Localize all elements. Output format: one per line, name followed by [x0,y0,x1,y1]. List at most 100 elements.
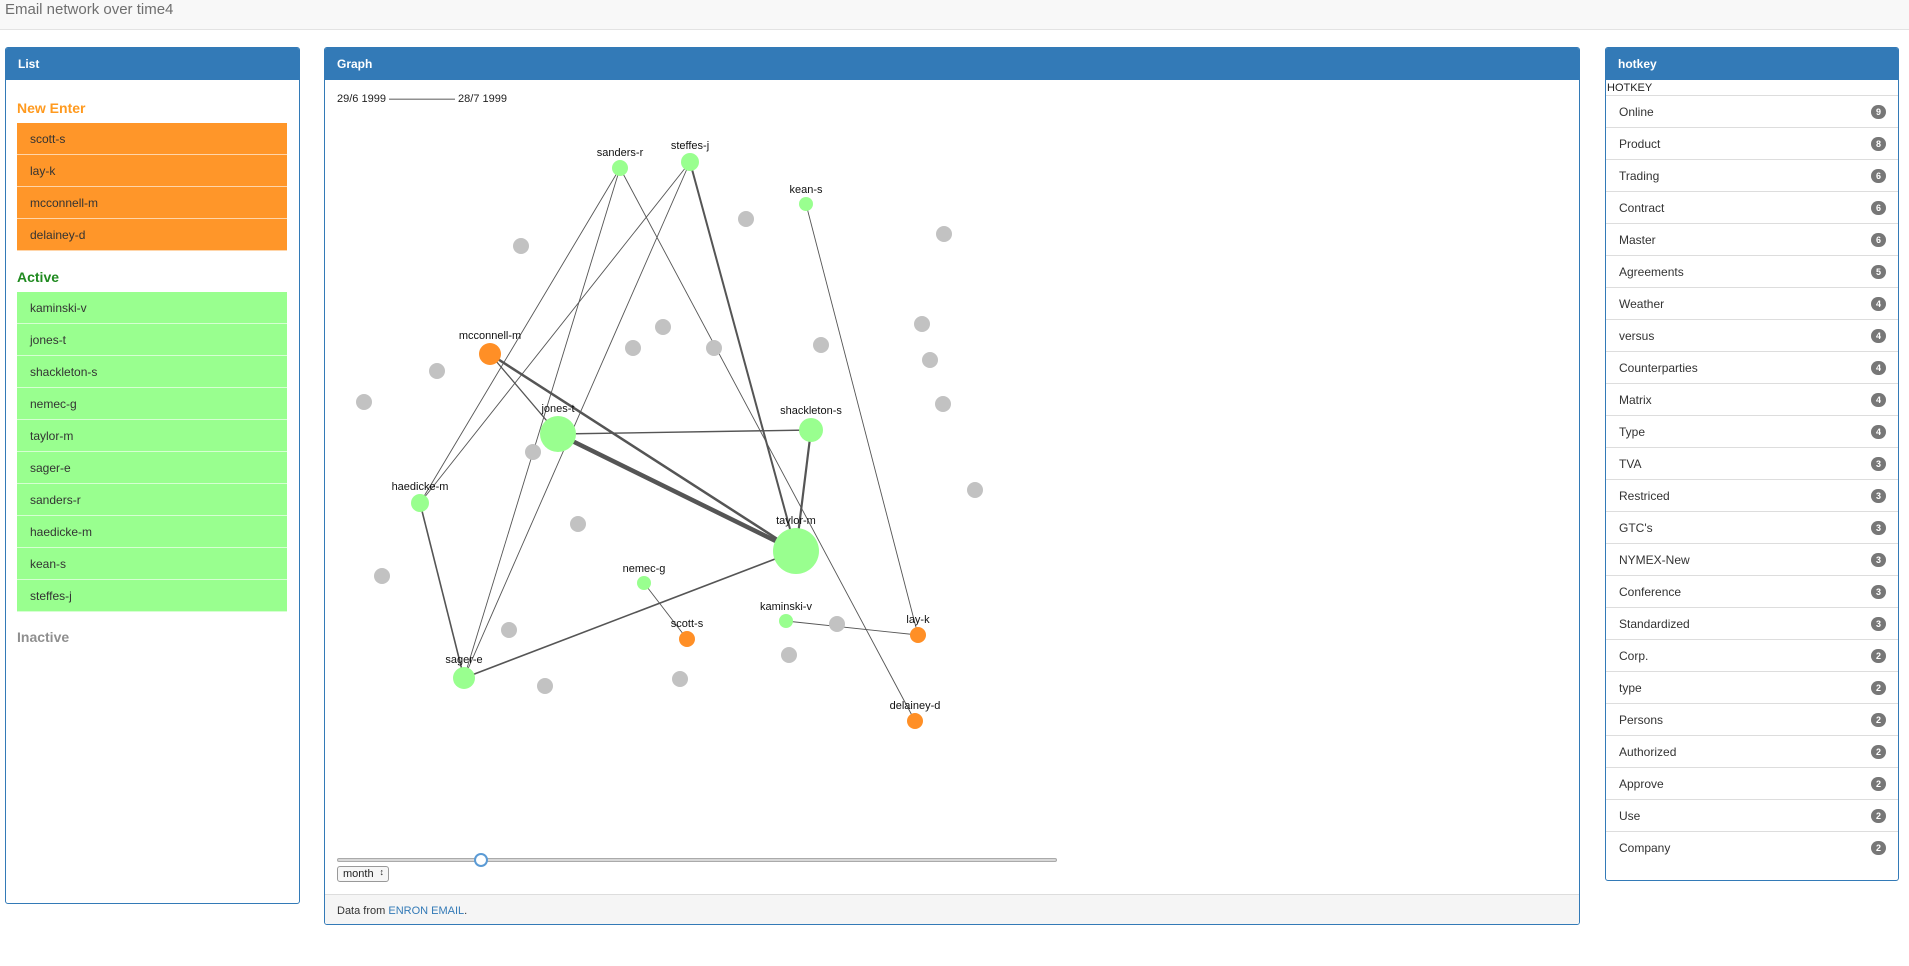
node-taylor-m[interactable] [773,528,819,574]
edge-haedicke-m-sager-e [419,502,465,679]
period-select[interactable]: month ↕ [337,866,389,882]
inactive-node[interactable] [914,316,930,332]
list-panel: List New Enter scott-s lay-k mcconnell-m… [5,47,300,904]
inactive-node[interactable] [935,396,951,412]
node-label-steffes-j: steffes-j [671,140,709,152]
edge-jones-t-taylor-m [557,431,797,554]
inactive-node[interactable] [570,516,586,532]
inactive-node[interactable] [672,671,688,687]
edge-sanders-r-delainey-d [619,167,916,722]
inactive-node[interactable] [781,647,797,663]
node-sanders-r[interactable] [612,160,628,176]
inactive-node[interactable] [655,319,671,335]
list-item[interactable]: mcconnell-m [17,187,287,219]
inactive-node[interactable] [537,678,553,694]
list-item[interactable]: taylor-m [17,420,287,452]
node-sager-e[interactable] [453,667,475,689]
edge-steffes-j-taylor-m [689,161,797,552]
list-item[interactable]: delainey-d [17,219,287,251]
list-item[interactable]: scott-s [17,123,287,155]
node-scott-s[interactable] [679,631,695,647]
node-label-shackleton-s: shackleton-s [780,405,842,417]
inactive-node[interactable] [356,394,372,410]
inactive-node[interactable] [738,211,754,227]
node-lay-k[interactable] [910,627,926,643]
inactive-node[interactable] [374,568,390,584]
count-badge: 2 [1871,681,1886,695]
inactive-node[interactable] [922,352,938,368]
list-item[interactable]: sanders-r [17,484,287,516]
node-shackleton-s[interactable] [799,418,823,442]
top-navbar: Email network over time4 [0,0,1909,30]
node-label-kaminski-v: kaminski-v [760,601,812,613]
graph-panel-footer: Data from ENRON EMAIL. [325,894,1579,924]
inactive-node[interactable] [706,340,722,356]
count-badge: 2 [1871,841,1886,855]
node-nemec-g[interactable] [637,576,651,590]
inactive-node[interactable] [513,238,529,254]
time-slider-handle[interactable] [474,853,488,867]
inactive-node[interactable] [501,622,517,638]
count-badge: 2 [1871,713,1886,727]
inactive-node[interactable] [813,337,829,353]
list-item[interactable]: sager-e [17,452,287,484]
footer-period: . [464,905,468,917]
node-label-haedicke-m: haedicke-m [392,481,449,493]
network-graph[interactable]: sanders-rsteffes-jkean-smcconnell-mjones… [325,48,1580,848]
count-badge: 6 [1871,169,1886,183]
active-title: Active [17,269,60,285]
list-item[interactable]: kaminski-v [17,292,287,324]
node-haedicke-m[interactable] [411,494,429,512]
edge-sager-e-taylor-m [463,550,797,679]
list-item[interactable]: kean-s [17,548,287,580]
list-item[interactable]: jones-t [17,324,287,356]
inactive-node[interactable] [936,226,952,242]
graph-panel-heading: Graph [325,48,1579,80]
hotkey-item[interactable]: Corp.2 [1606,639,1898,671]
list-item[interactable]: shackleton-s [17,356,287,388]
node-kaminski-v[interactable] [779,614,793,628]
node-jones-t[interactable] [540,416,576,452]
node-mcconnell-m[interactable] [479,343,501,365]
time-slider-track[interactable] [337,858,1057,862]
inactive-node[interactable] [525,444,541,460]
list-item[interactable]: haedicke-m [17,516,287,548]
new-enter-list: scott-s lay-k mcconnell-m delainey-d [17,123,287,251]
list-item[interactable]: lay-k [17,155,287,187]
node-kean-s[interactable] [799,197,813,211]
node-label-delainey-d: delainey-d [890,700,941,712]
node-delainey-d[interactable] [907,713,923,729]
list-item[interactable]: steffes-j [17,580,287,612]
inactive-node[interactable] [625,340,641,356]
enron-email-link[interactable]: ENRON EMAIL [388,905,465,917]
node-steffes-j[interactable] [681,153,699,171]
inactive-node[interactable] [829,616,845,632]
inactive-node[interactable] [967,482,983,498]
inactive-node[interactable] [429,363,445,379]
list-item[interactable]: nemec-g [17,388,287,420]
